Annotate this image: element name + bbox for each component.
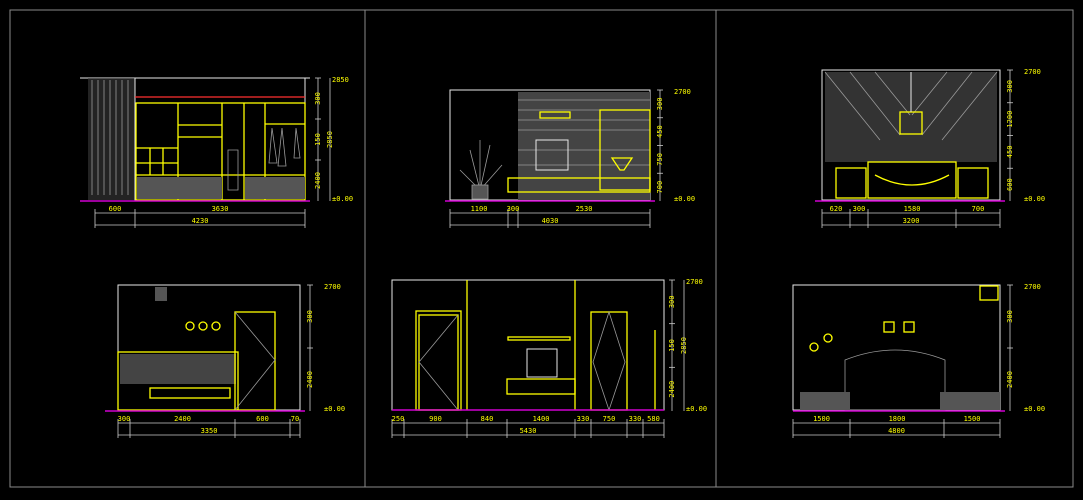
elevation-4-drawing (105, 284, 305, 412)
vertical-dimension-label: 300 (1006, 310, 1014, 323)
dimension-label: 250 (392, 415, 405, 423)
level-mark: 2700 (1024, 68, 1041, 76)
total-dimension-label: 3200 (903, 217, 920, 225)
level-mark: ±0.00 (1024, 195, 1045, 203)
dimension-label: 1580 (904, 205, 921, 213)
vertical-dimension-label: 300 (1006, 80, 1014, 93)
dimension-label: 600 (256, 415, 269, 423)
vertical-dimension-label: 300 (668, 296, 676, 309)
elevation-5-drawing (391, 279, 665, 412)
dimension-label: 300 (507, 205, 520, 213)
elevation-5-dimensions: 250 900 840 1400 330 750 330 580 5430 300 150 2400 2… (391, 278, 707, 438)
vertical-dimension-label: 2400 (314, 172, 322, 189)
dimension-label: 300 (118, 415, 131, 423)
elevation-1-drawing (80, 77, 310, 202)
dimension-label: 1500 (813, 415, 830, 423)
total-dimension-label: 4030 (542, 217, 559, 225)
vertical-dimension-label: 1200 (1006, 111, 1014, 128)
plant (459, 140, 503, 200)
level-mark: ±0.00 (674, 195, 695, 203)
curtain (88, 78, 135, 200)
dimension-label: 1800 (889, 415, 906, 423)
total-dimension-label: 5430 (520, 427, 537, 435)
level-mark: 2700 (1024, 283, 1041, 291)
level-mark: 2700 (324, 283, 341, 291)
total-dimension-label: 3350 (201, 427, 218, 435)
dimension-label: 1500 (964, 415, 981, 423)
dimension-label: 1400 (533, 415, 550, 423)
level-mark: ±0.00 (332, 195, 353, 203)
vertical-dimension-label: 2400 (668, 381, 676, 398)
dimension-label: 70 (291, 415, 299, 423)
vertical-dimension-label: 600 (1006, 178, 1014, 191)
elevation-3-drawing (815, 69, 1005, 202)
vertical-dimension-label: 750 (656, 153, 664, 166)
vertical-dimension-label: 700 (656, 181, 664, 194)
total-dimension-label: 4800 (888, 427, 905, 435)
vertical-dimension-label: 300 (314, 92, 322, 105)
dimension-label: 580 (647, 415, 660, 423)
vertical-dimension-label: 2400 (306, 371, 314, 388)
dimension-label: 620 (830, 205, 843, 213)
vertical-dimension-label: 2400 (1006, 371, 1014, 388)
dimension-label: 3630 (212, 205, 229, 213)
dimension-label: 900 (429, 415, 442, 423)
dimension-label: 330 (629, 415, 642, 423)
level-mark: ±0.00 (1024, 405, 1045, 413)
elevation-6-dimensions: 1500 1800 1500 4800 300 2400 2700 ±0.00 (792, 283, 1045, 438)
dimension-label: 600 (109, 205, 122, 213)
vertical-dimension-label: 150 (668, 339, 676, 352)
elevation-2-dimensions: 1100 300 2530 4030 300 450 750 700 2700 ±0.00 (449, 88, 695, 228)
elevation-6-drawing (792, 284, 1005, 412)
total-dimension-label: 4230 (192, 217, 209, 225)
level-mark: 2850 (332, 76, 349, 84)
elevation-4-dimensions: 300 2400 600 70 3350 300 2400 2700 ±0.00 (117, 283, 345, 438)
dimension-label: 750 (603, 415, 616, 423)
level-mark: ±0.00 (686, 405, 707, 413)
elevation-3-dimensions: 620 300 1580 700 3200 300 1200 450 600 2700 ±0.00 (821, 68, 1045, 228)
elevation-2-drawing (445, 89, 655, 202)
dimension-label: 330 (577, 415, 590, 423)
level-mark: 2700 (674, 88, 691, 96)
vertical-dimension-label: 300 (656, 98, 664, 111)
vertical-dimension-label: 450 (1006, 146, 1014, 159)
dimension-label: 700 (972, 205, 985, 213)
vertical-dimension-label: 300 (306, 310, 314, 323)
vertical-dimension-label: 150 (314, 133, 322, 146)
dimension-label: 300 (853, 205, 866, 213)
level-mark: 2700 (686, 278, 703, 286)
dimension-label: 2400 (174, 415, 191, 423)
vertical-dimension-label: 450 (656, 125, 664, 138)
dimension-label: 2530 (576, 205, 593, 213)
level-mark: ±0.00 (324, 405, 345, 413)
sheet-frame (9, 9, 1074, 488)
dimension-label: 840 (481, 415, 494, 423)
dimension-label: 1100 (471, 205, 488, 213)
